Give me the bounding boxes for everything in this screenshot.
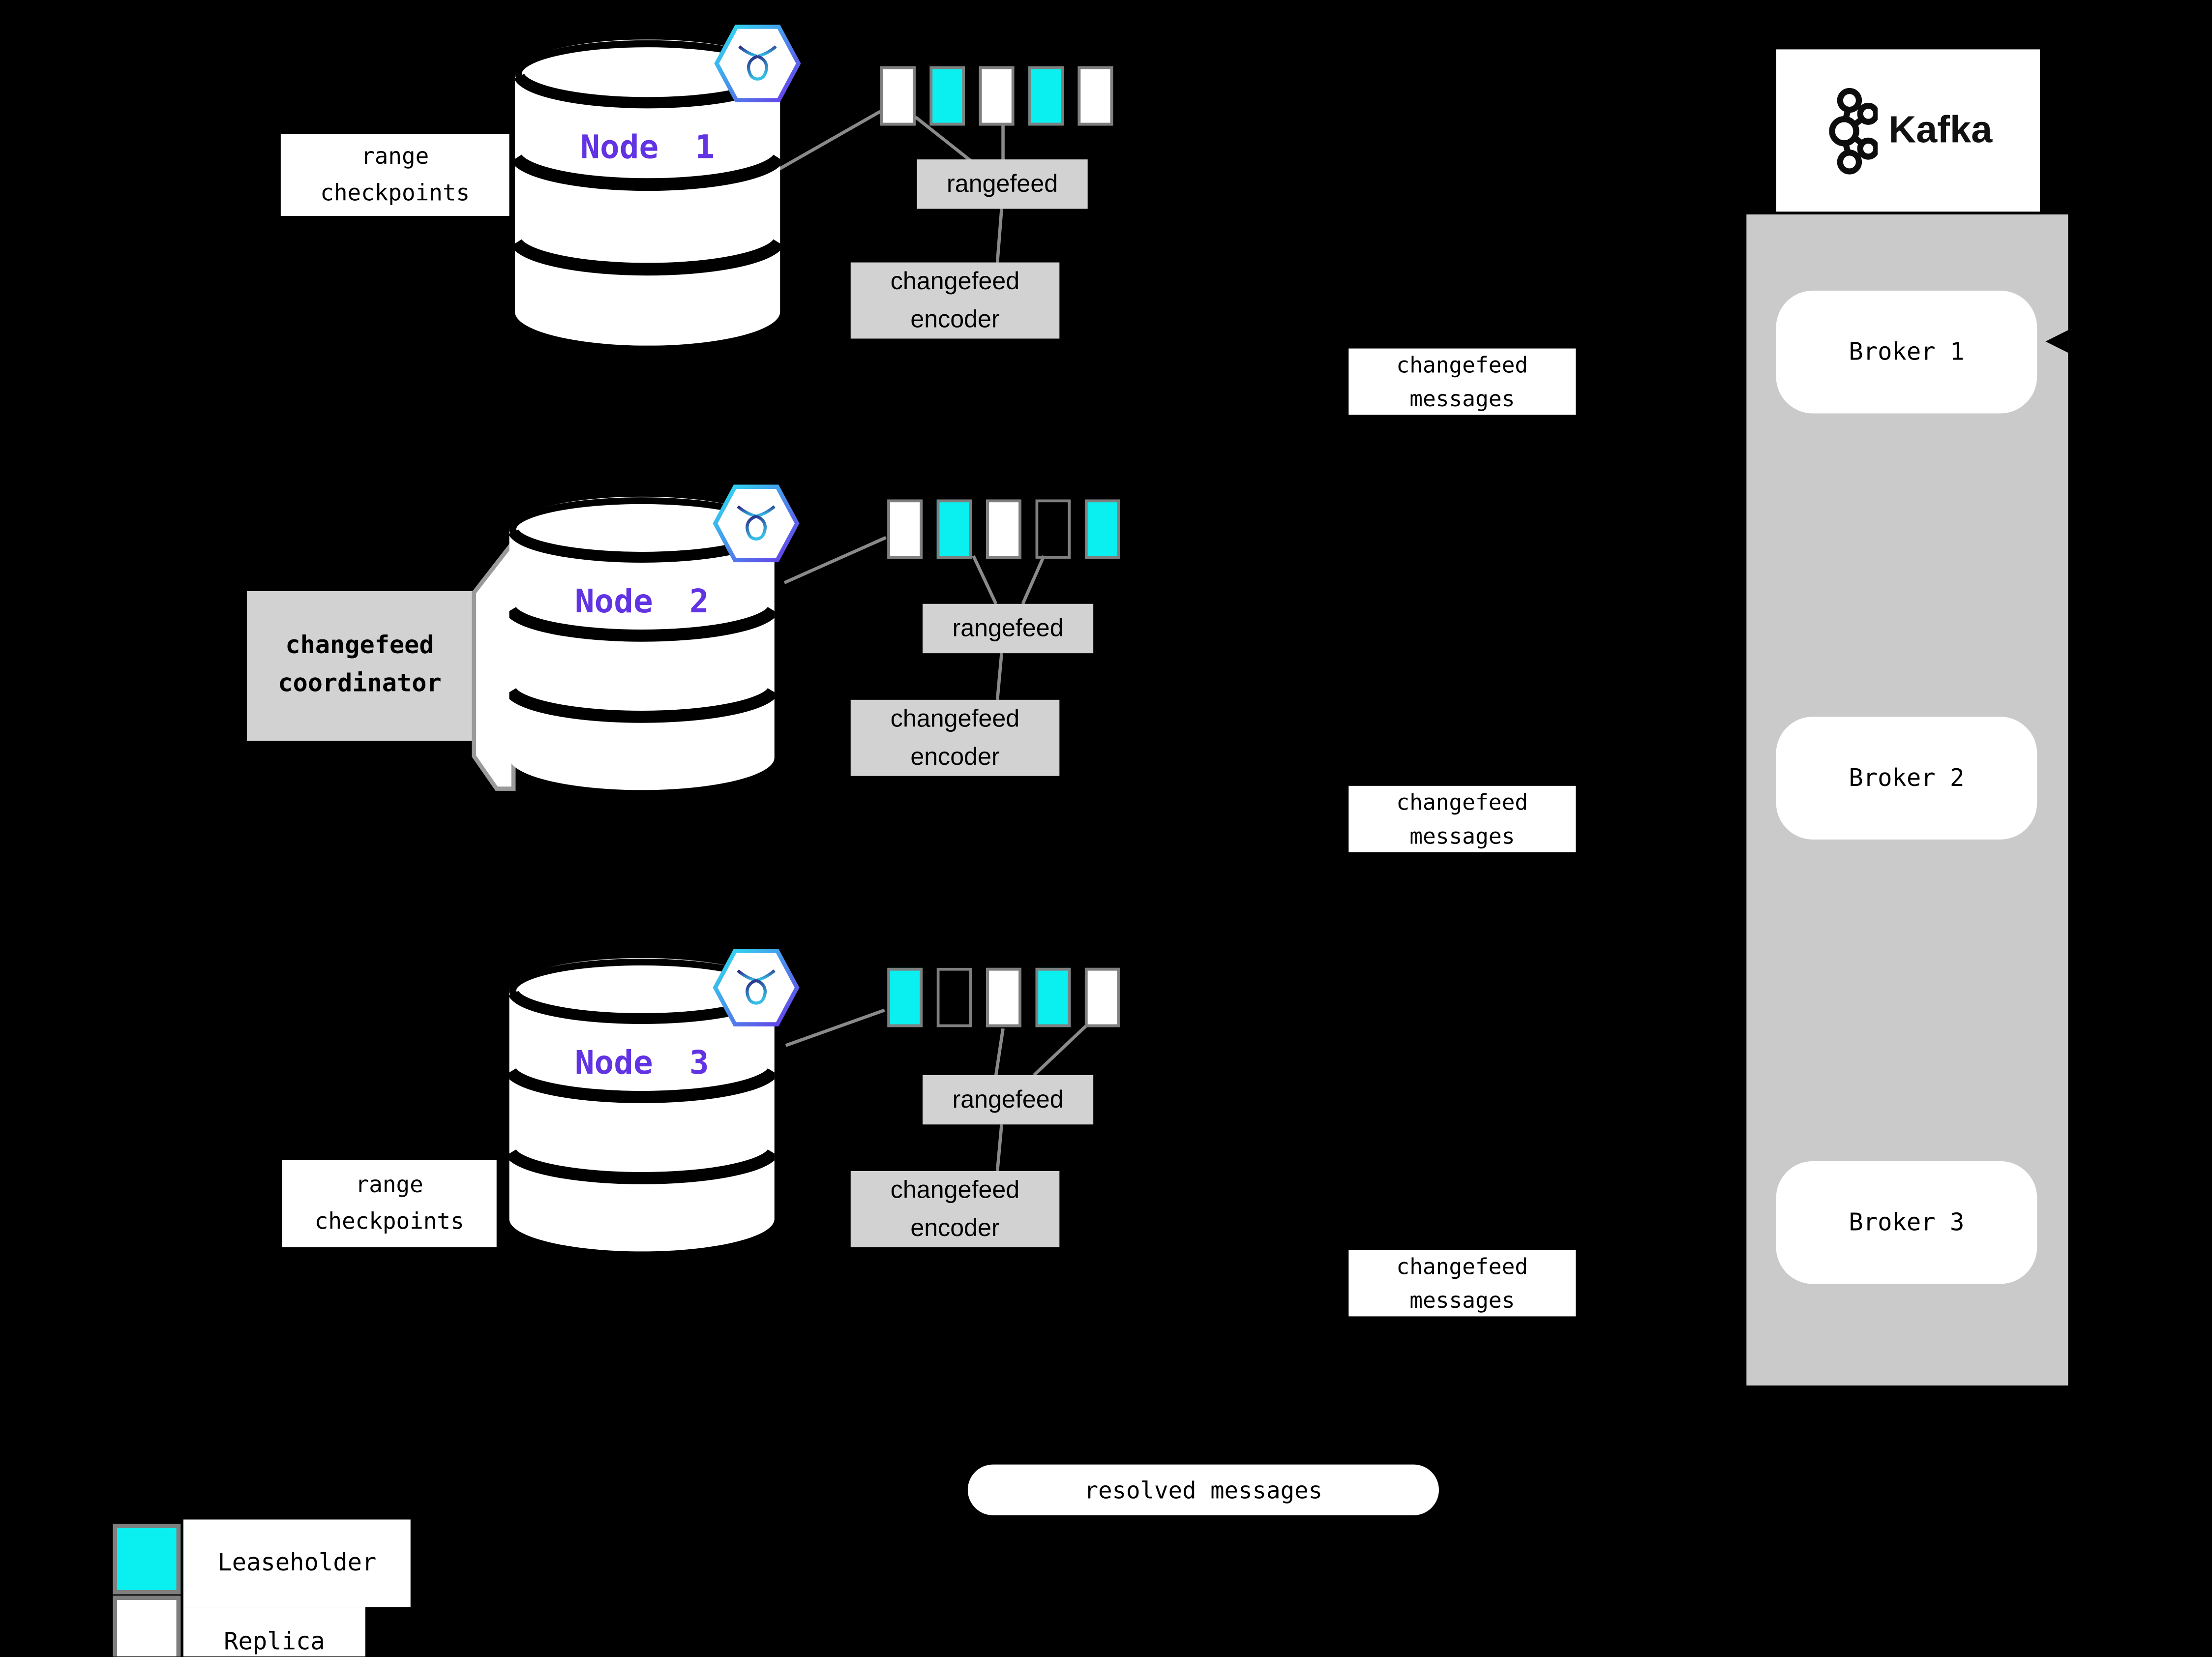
database-cylinder-icon	[509, 958, 775, 1252]
range-box-leaseholder	[1084, 499, 1120, 559]
range-box-replica	[986, 499, 1021, 559]
kafka-title: Kafka	[1888, 108, 1993, 151]
node3-cockroachdb-badge	[713, 949, 800, 1026]
range-box-replica	[986, 967, 1021, 1027]
node3-cylinder	[509, 958, 775, 1252]
legend-replica-swatch	[113, 1596, 181, 1657]
range-box-replica	[880, 66, 916, 126]
resolved-messages-pill: resolved messages	[967, 1464, 1439, 1515]
node2-cockroachdb-badge	[713, 484, 800, 563]
node2-changefeed-encoder-box: changefeed encoder	[850, 699, 1060, 776]
node3-changefeed-encoder-box: changefeed encoder	[850, 1171, 1060, 1247]
cockroachdb-mark-icon	[738, 45, 777, 84]
node2-changefeed-messages-label: changefeed messages	[1348, 785, 1576, 852]
range-box-leaseholder	[1035, 967, 1071, 1027]
cockroachdb-mark-icon	[737, 969, 776, 1008]
range-box-leaseholder	[1028, 66, 1064, 126]
range-checkpoints-label-top: range checkpoints	[280, 134, 509, 216]
range-checkpoints-label-bottom: range checkpoints	[282, 1159, 497, 1247]
node2-name: Node 2	[574, 584, 709, 621]
cockroachdb-mark-icon	[737, 505, 776, 543]
kafka-logo-icon	[1828, 87, 1878, 174]
broker-1: Broker 1	[1776, 290, 2037, 414]
node1-changefeed-encoder-box: changefeed encoder	[850, 262, 1060, 339]
node1-cockroachdb-badge	[714, 25, 801, 102]
broker-3: Broker 3	[1776, 1161, 2037, 1284]
node2-rangefeed-box: rangefeed	[923, 603, 1094, 654]
legend-replica-label: Replica	[183, 1607, 365, 1657]
resolved-arrowhead-icon	[2045, 330, 2068, 353]
range-box-replica	[1084, 967, 1120, 1027]
broker-2: Broker 2	[1776, 717, 2037, 840]
node1-changefeed-messages-label: changefeed messages	[1348, 348, 1576, 415]
node3-name: Node 3	[574, 1045, 709, 1083]
node3-range-boxes	[887, 967, 1120, 1027]
range-box-replica	[887, 499, 923, 559]
legend-leaseholder-label: Leaseholder	[183, 1519, 411, 1607]
range-box-leaseholder	[887, 967, 923, 1027]
changefeed-coordinator-box: changefeed coordinator	[247, 591, 473, 741]
node1-rangefeed-box: rangefeed	[917, 159, 1088, 209]
range-box-empty	[1035, 499, 1071, 559]
node3-changefeed-messages-label: changefeed messages	[1348, 1250, 1576, 1317]
node2-range-boxes	[887, 499, 1120, 559]
range-box-leaseholder	[936, 499, 972, 559]
node1-name: Node 1	[580, 129, 715, 167]
range-box-leaseholder	[929, 66, 965, 126]
kafka-header: Kafka	[1776, 49, 2040, 212]
range-box-empty	[936, 967, 972, 1027]
node1-range-boxes	[880, 66, 1113, 126]
range-box-replica	[979, 66, 1015, 126]
range-box-replica	[1077, 66, 1113, 126]
node3-rangefeed-box: rangefeed	[923, 1075, 1094, 1125]
legend-leaseholder-swatch	[113, 1524, 181, 1595]
